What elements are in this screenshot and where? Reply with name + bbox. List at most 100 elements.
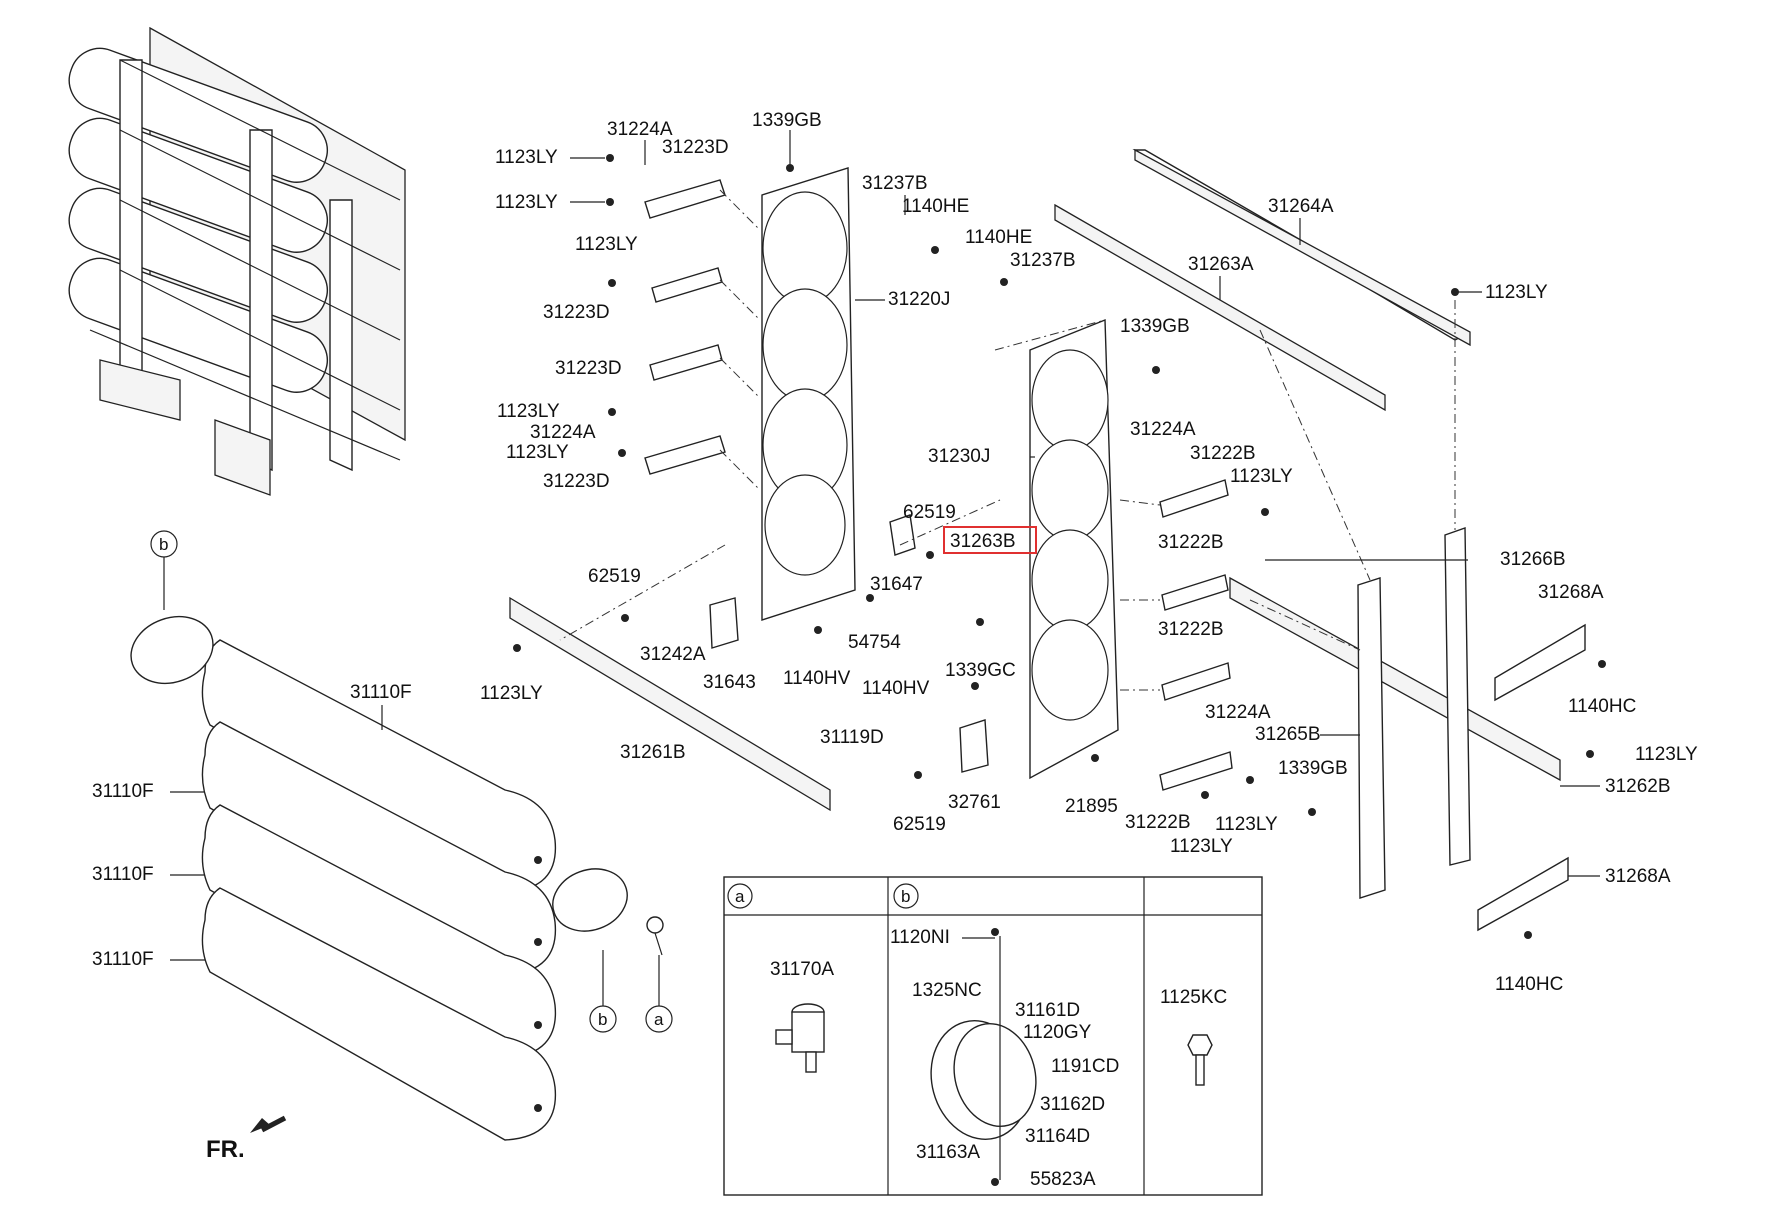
label-31263B: 31263B — [950, 531, 1016, 552]
label-31261B: 31261B — [620, 742, 686, 763]
fr-label: FR. — [206, 1136, 245, 1163]
label-62519: 62519 — [893, 814, 946, 835]
post-31266B — [1444, 527, 1471, 866]
cylinder-clamp-band — [130, 615, 628, 932]
callout-b-top: b — [159, 535, 168, 554]
rail-31261B — [509, 596, 831, 812]
label-31263A: 31263A — [1188, 254, 1254, 275]
label-1140HV: 1140HV — [862, 678, 930, 699]
bracket-plate-31230J — [1029, 318, 1119, 780]
label-1123LY: 1123LY — [575, 234, 638, 255]
label-31164D: 31164D — [1025, 1126, 1090, 1147]
label-31224A: 31224A — [607, 119, 673, 140]
label-1123LY: 1123LY — [1230, 466, 1293, 487]
rail-31263A — [1054, 203, 1386, 412]
assembly-guide-lines — [559, 189, 1456, 691]
post-31265B — [1357, 577, 1386, 899]
label-31170A: 31170A — [770, 959, 834, 980]
label-1140HC: 1140HC — [1568, 696, 1636, 717]
label-31222B: 31222B — [1125, 812, 1191, 833]
label-31266B: 31266B — [1500, 549, 1566, 570]
label-1339GB: 1339GB — [752, 110, 822, 131]
label-1123LY: 1123LY — [495, 192, 558, 213]
gas-cylinders-group — [201, 639, 557, 1141]
gas-cylinder — [201, 804, 557, 1059]
label-62519: 62519 — [588, 566, 641, 587]
callout-b-bottom: b — [598, 1010, 607, 1029]
label-1325NC: 1325NC — [912, 980, 982, 1001]
label-31224A: 31224A — [530, 422, 596, 443]
label-1123LY: 1123LY — [497, 401, 560, 422]
label-31119D: 31119D — [820, 727, 884, 748]
label-1123LY: 1123LY — [1635, 744, 1698, 765]
label-31224A: 31224A — [1205, 702, 1271, 723]
label-31110F: 31110F — [92, 864, 154, 885]
label-31262B: 31262B — [1605, 776, 1671, 797]
legend-table: a b — [723, 876, 1263, 1196]
label-31242A: 31242A — [640, 644, 706, 665]
valve-31170A-illustration — [775, 1003, 825, 1073]
label-31220J: 31220J — [888, 289, 950, 310]
label-1120GY: 1120GY — [1023, 1022, 1092, 1043]
label-31223D: 31223D — [555, 358, 622, 379]
label-31643: 31643 — [703, 672, 756, 693]
fastener-marks — [513, 154, 1606, 1186]
label-1140HV: 1140HV — [783, 668, 851, 689]
clamp-31162D-illustration — [930, 936, 1037, 1180]
label-31161D: 31161D — [1015, 1000, 1080, 1021]
label-31265B: 31265B — [1255, 724, 1321, 745]
label-1191CD: 1191CD — [1051, 1056, 1119, 1077]
label-31237B: 31237B — [862, 173, 928, 194]
label-1125KC: 1125KC — [1160, 987, 1227, 1008]
part-labels: 31224A 31223D 1123LY 1123LY 1339GB 31237… — [92, 110, 1698, 1190]
label-31224A: 31224A — [1130, 419, 1196, 440]
label-31110F: 31110F — [92, 781, 154, 802]
label-55823A: 55823A — [1030, 1169, 1096, 1190]
label-31162D: 31162D — [1040, 1094, 1105, 1115]
label-62519: 62519 — [903, 502, 956, 523]
assembled-rack-illustration — [68, 26, 406, 496]
label-1140HE: 1140HE — [965, 227, 1032, 248]
highlight-box-31263B — [943, 526, 1037, 554]
label-31230J: 31230J — [928, 446, 990, 467]
label-31110F: 31110F — [350, 682, 412, 703]
label-1140HC: 1140HC — [1495, 974, 1563, 995]
callout-a-bottom: a — [654, 1010, 664, 1029]
label-31223D: 31223D — [543, 302, 610, 323]
label-31268A: 31268A — [1538, 582, 1604, 603]
cylinder-valve — [646, 916, 664, 956]
bracket-31268A-lower — [1477, 856, 1569, 932]
bolt-1125KC-illustration — [1187, 1034, 1213, 1086]
label-1339GB: 1339GB — [1120, 316, 1190, 337]
gas-cylinder — [201, 721, 557, 976]
front-direction-indicator: FR. — [206, 1115, 287, 1163]
label-31223D: 31223D — [662, 137, 729, 158]
bracket-plate-31220J — [761, 167, 856, 621]
gas-cylinder — [201, 639, 557, 893]
label-31110F: 31110F — [92, 949, 154, 970]
label-21895: 21895 — [1065, 796, 1118, 817]
label-31163A: 31163A — [916, 1142, 980, 1163]
label-32761: 32761 — [948, 792, 1001, 813]
label-1123LY: 1123LY — [1485, 282, 1548, 303]
label-1339GC: 1339GC — [945, 660, 1016, 681]
label-1123LY: 1123LY — [506, 442, 569, 463]
bracket-31268A-upper — [1494, 623, 1586, 702]
small-brackets — [644, 179, 1233, 791]
legend-col-b: b — [901, 887, 910, 906]
label-31268A: 31268A — [1605, 866, 1671, 887]
label-1123LY: 1123LY — [480, 683, 543, 704]
label-31647: 31647 — [870, 574, 923, 595]
label-31264A: 31264A — [1268, 196, 1334, 217]
label-31222B: 31222B — [1190, 443, 1256, 464]
label-31222B: 31222B — [1158, 532, 1224, 553]
label-1123LY: 1123LY — [1215, 814, 1278, 835]
callout-markers: b b a — [150, 530, 673, 1033]
label-31223D: 31223D — [543, 471, 610, 492]
label-1140HE: 1140HE — [902, 196, 969, 217]
gas-cylinder — [201, 887, 557, 1141]
label-54754: 54754 — [848, 632, 901, 653]
label-31237B: 31237B — [1010, 250, 1076, 271]
legend-col-a: a — [735, 887, 745, 906]
